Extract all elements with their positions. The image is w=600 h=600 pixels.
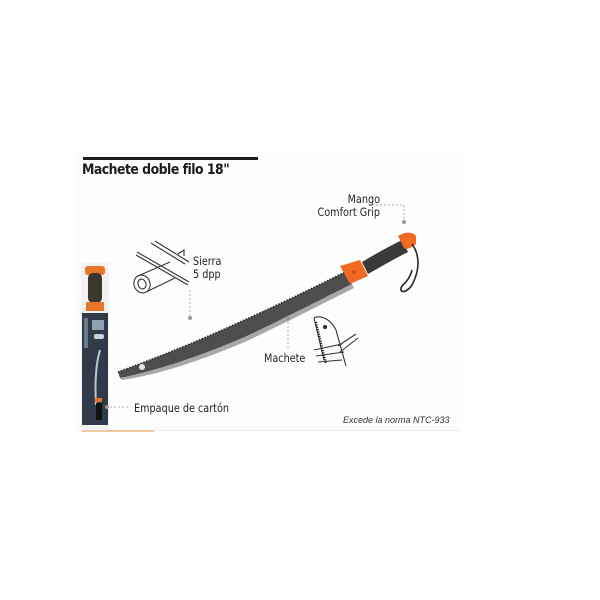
handle-callout-line1: Mango [347,192,380,206]
packaging-image [81,263,109,429]
packaging-callout: Empaque de cartón [134,401,230,415]
handle-callout: Mango Comfort Grip [313,193,380,219]
saw-callout-line2: 5 dpp [193,267,221,281]
handle-callout-line [368,204,406,224]
saw-callout-line1: Sierra [193,254,222,268]
machete-handle [340,232,416,284]
machete-cut-icon [313,316,359,367]
packaging-callout-line [105,405,130,409]
accent-divider [82,430,154,432]
product-card [76,150,462,432]
handle-callout-line2: Comfort Grip [317,205,380,219]
machete-callout-line [286,317,290,348]
saw-callout-line [188,290,192,320]
machete-callout: Machete [264,351,306,365]
machete-blade [117,271,354,380]
saw-icon [133,240,190,294]
bottom-divider [80,430,460,431]
product-title: Machete doble filo 18" [82,162,230,178]
standard-note: Excede la norma NTC-933 [343,415,450,425]
lanyard [400,243,419,293]
saw-callout: Sierra 5 dpp [193,255,221,281]
title-rule [83,157,258,160]
